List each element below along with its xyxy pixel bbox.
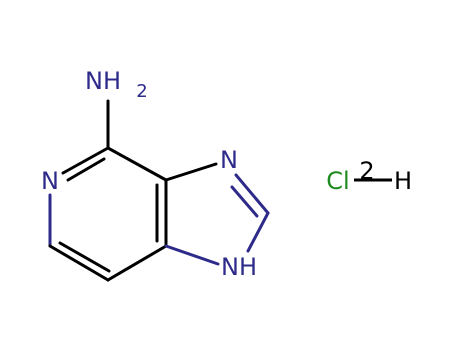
imidazole-nh-label: NH [221,253,257,281]
bond-c6-c7 [48,244,110,282]
bond-n3-c2 [234,173,270,215]
bond-c7-c7a [106,244,168,282]
hydrogen-label: H [394,167,412,195]
bond-n3-c2-inner [230,185,259,218]
bond-c6-c7-inner [58,241,111,273]
bond-c3a-n3 [164,162,218,182]
bond-c3a-c4 [106,146,168,182]
bond-c4-n5-inner [66,157,106,182]
ratio-label: 2 [359,157,374,185]
imidazole-nitrogen-label: N [220,146,238,174]
bond-n1-c7a [164,244,220,266]
pyridine-nitrogen-label: N [41,167,59,195]
hydrochloride: Cl 2 H [326,157,412,195]
bond-c4-n5 [61,146,110,175]
bonds [48,99,270,282]
bond-c2-n1 [246,211,270,253]
amine-subscript: 2 [136,81,147,102]
chlorine-label: Cl [326,167,349,195]
atom-labels: NH 2 N N NH [41,67,257,281]
amine-label: NH [85,67,121,95]
